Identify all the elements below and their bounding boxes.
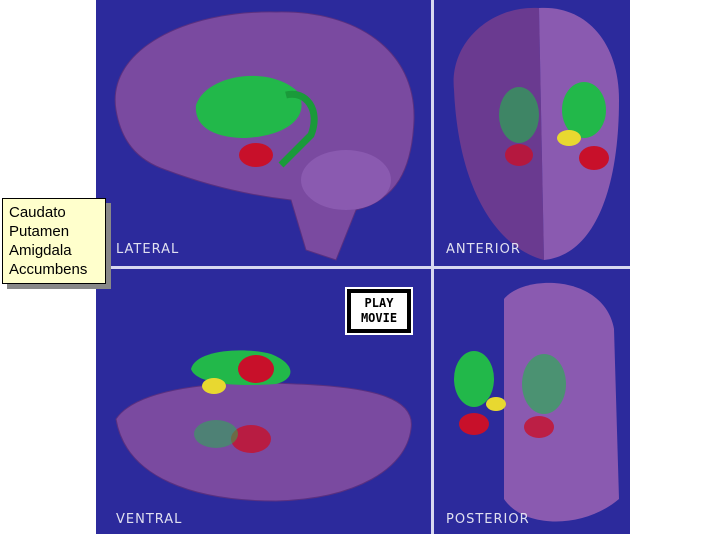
play-movie-label-line1: PLAY	[364, 296, 394, 310]
legend-item: Caudato	[9, 204, 66, 221]
ventral-brain-image	[115, 350, 412, 502]
legend-item: Amigdala	[9, 242, 72, 259]
view-label-ventral: VENTRAL	[116, 512, 183, 527]
anterior-brain-image	[453, 7, 619, 261]
view-lateral: LATERAL	[96, 0, 431, 266]
legend-item: Putamen	[9, 223, 70, 240]
view-label-posterior: POSTERIOR	[446, 512, 530, 527]
play-movie-label-line2: MOVIE	[360, 311, 398, 325]
view-ventral: VENTRAL	[96, 269, 431, 534]
view-posterior: POSTERIOR	[434, 269, 630, 534]
view-anterior: ANTERIOR	[434, 0, 630, 266]
view-label-lateral: LATERAL	[116, 242, 180, 257]
horizontal-divider	[96, 266, 630, 269]
view-label-anterior: ANTERIOR	[446, 242, 521, 257]
legend-item: Accumbens	[9, 261, 88, 278]
play-movie-button[interactable]: PLAY MOVIE	[345, 287, 413, 335]
posterior-brain-image	[454, 282, 619, 522]
lateral-brain-image	[114, 11, 415, 261]
structure-legend: Caudato Putamen Amigdala Accumbens	[2, 198, 106, 284]
brain-views-panel: LATERAL ANTERIOR VENTRAL	[96, 0, 630, 534]
